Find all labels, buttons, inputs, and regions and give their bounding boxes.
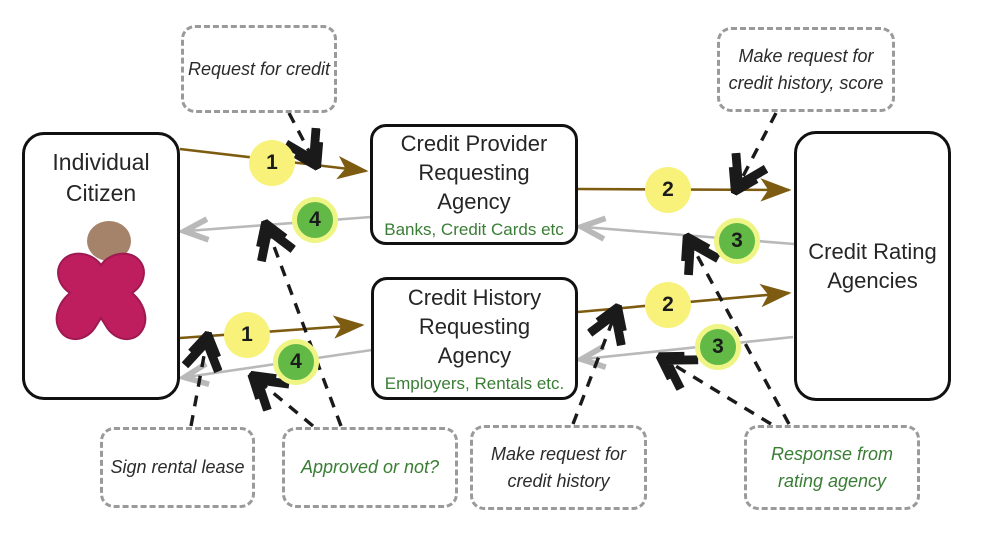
note-link-make-request [571, 317, 614, 425]
note-link-sign-lease [191, 345, 206, 427]
note-link-response-top [692, 246, 791, 425]
note-approved-or-not: Approved or not? [282, 427, 458, 508]
note-link-approved-top [269, 233, 343, 427]
arrow-4-top-response [187, 215, 372, 231]
entity-title: Credit Provider Requesting Agency [400, 130, 548, 215]
entity-credit-history-agency: Credit History Requesting Agency Employe… [371, 277, 578, 400]
note-link-request-credit [289, 112, 312, 157]
note-response-from-rating-agency: Response from rating agency [744, 425, 920, 510]
step-badge-3-bottom: 3 [695, 324, 741, 370]
arrow-1-bottom-sign-lease [179, 315, 365, 340]
note-link-make-request-score [740, 112, 778, 182]
step-badge-3-top: 3 [714, 218, 760, 264]
step-badge-1-bottom: 1 [224, 312, 270, 358]
note-request-for-credit: Request for credit [181, 25, 337, 113]
entity-subtitle: Banks, Credit Cards etc [384, 219, 564, 239]
entity-credit-rating-agencies: Credit Rating Agencies [794, 131, 951, 401]
note-link-response-bottom [669, 362, 772, 426]
arrow-3-top-response [584, 227, 795, 246]
step-badge-4-top: 4 [292, 197, 338, 243]
step-badge-4-bottom: 4 [273, 339, 319, 385]
entity-subtitle: Employers, Rentals etc. [384, 373, 565, 393]
entity-title: Credit Rating Agencies [808, 238, 937, 293]
entity-title: Individual Citizen [52, 149, 150, 206]
step-badge-2-bottom: 2 [645, 282, 691, 328]
person-icon [55, 221, 147, 341]
note-make-request-score: Make request for credit history, score [717, 27, 895, 112]
entity-title: Credit History Requesting Agency [407, 284, 542, 369]
entity-credit-provider-agency: Credit Provider Requesting Agency Banks,… [370, 124, 578, 245]
note-sign-rental-lease: Sign rental lease [100, 427, 255, 508]
note-link-approved-bottom [260, 382, 315, 428]
entity-individual-citizen: Individual Citizen [22, 132, 180, 400]
step-badge-1-top: 1 [249, 140, 295, 186]
arrow-3-bottom-response [584, 335, 794, 359]
note-make-request-history: Make request for credit history [470, 425, 647, 510]
step-badge-2-top: 2 [645, 167, 691, 213]
